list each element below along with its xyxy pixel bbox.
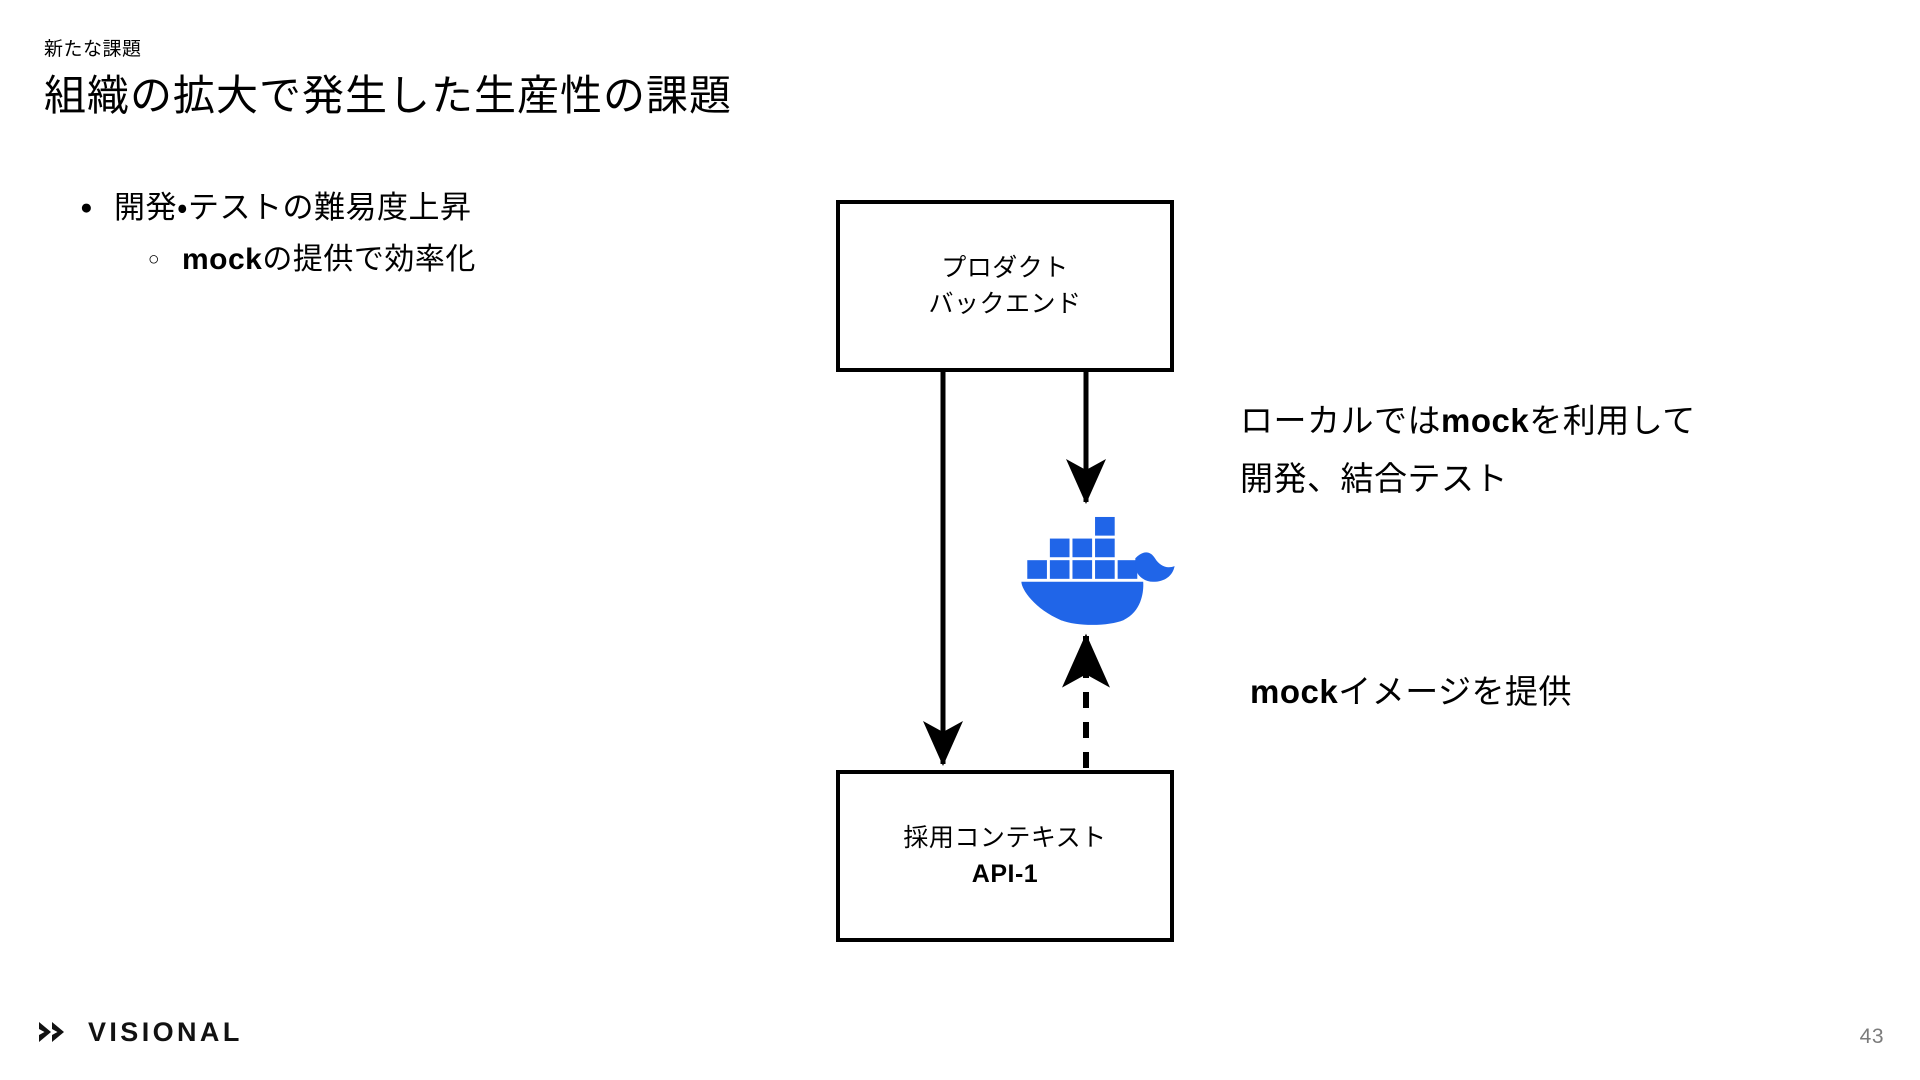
annotation-mock-image: mockイメージを提供 <box>1250 663 1572 721</box>
node-recruit-context-api: 採用コンテキスト API-1 <box>836 770 1174 942</box>
bullet-text-secondary-rest: の提供で効率化 <box>262 243 476 276</box>
annotation-local-mock-bold: mock <box>1441 402 1530 439</box>
list-item: ○ mockの提供で効率化 <box>148 240 720 280</box>
page-number: 43 <box>1859 1025 1884 1048</box>
bullet-list: ● 開発・テストの難易度上昇 ○ mockの提供で効率化 <box>80 188 720 292</box>
node-recruit-context-line2: API-1 <box>971 860 1039 888</box>
annotation-local-mock-line1: ローカルではmockを利用して <box>1240 392 1696 450</box>
node-recruit-context-line1: 採用コンテキスト <box>903 824 1107 852</box>
brand-logo: VISIONAL <box>38 1018 243 1046</box>
node-product-backend-line1: プロダクト <box>941 254 1069 282</box>
annotation-local-mock-line2: 開発、結合テスト <box>1240 460 1508 497</box>
list-item: ● 開発・テストの難易度上昇 <box>80 188 720 228</box>
bullet-text-primary: 開発・テストの難易度上昇 <box>114 190 472 225</box>
slide-eyebrow: 新たな課題 <box>44 39 142 60</box>
node-product-backend: プロダクト バックエンド <box>836 200 1174 372</box>
brand-wordmark: VISIONAL <box>88 1016 243 1047</box>
annotation-local-mock: ローカルではmockを利用して 開発、結合テスト <box>1240 392 1696 508</box>
annotation-mock-image-rest: イメージを提供 <box>1338 673 1573 710</box>
annotation-local-mock-pre: ローカルでは <box>1240 402 1441 439</box>
bullet-text-secondary: mockの提供で効率化 <box>182 240 476 280</box>
double-chevron-right-icon <box>39 1022 64 1042</box>
bullet-text-secondary-bold: mock <box>182 243 263 276</box>
docker-whale-icon <box>1021 516 1175 625</box>
bullet-disc-icon: ● <box>80 196 93 219</box>
annotation-mock-image-bold: mock <box>1250 673 1339 710</box>
annotation-local-mock-post: を利用して <box>1529 402 1696 439</box>
node-product-backend-line2: バックエンド <box>928 290 1082 318</box>
page-title: 組織の拡大で発生した生産性の課題 <box>44 72 733 119</box>
bullet-circle-icon: ○ <box>148 249 160 270</box>
